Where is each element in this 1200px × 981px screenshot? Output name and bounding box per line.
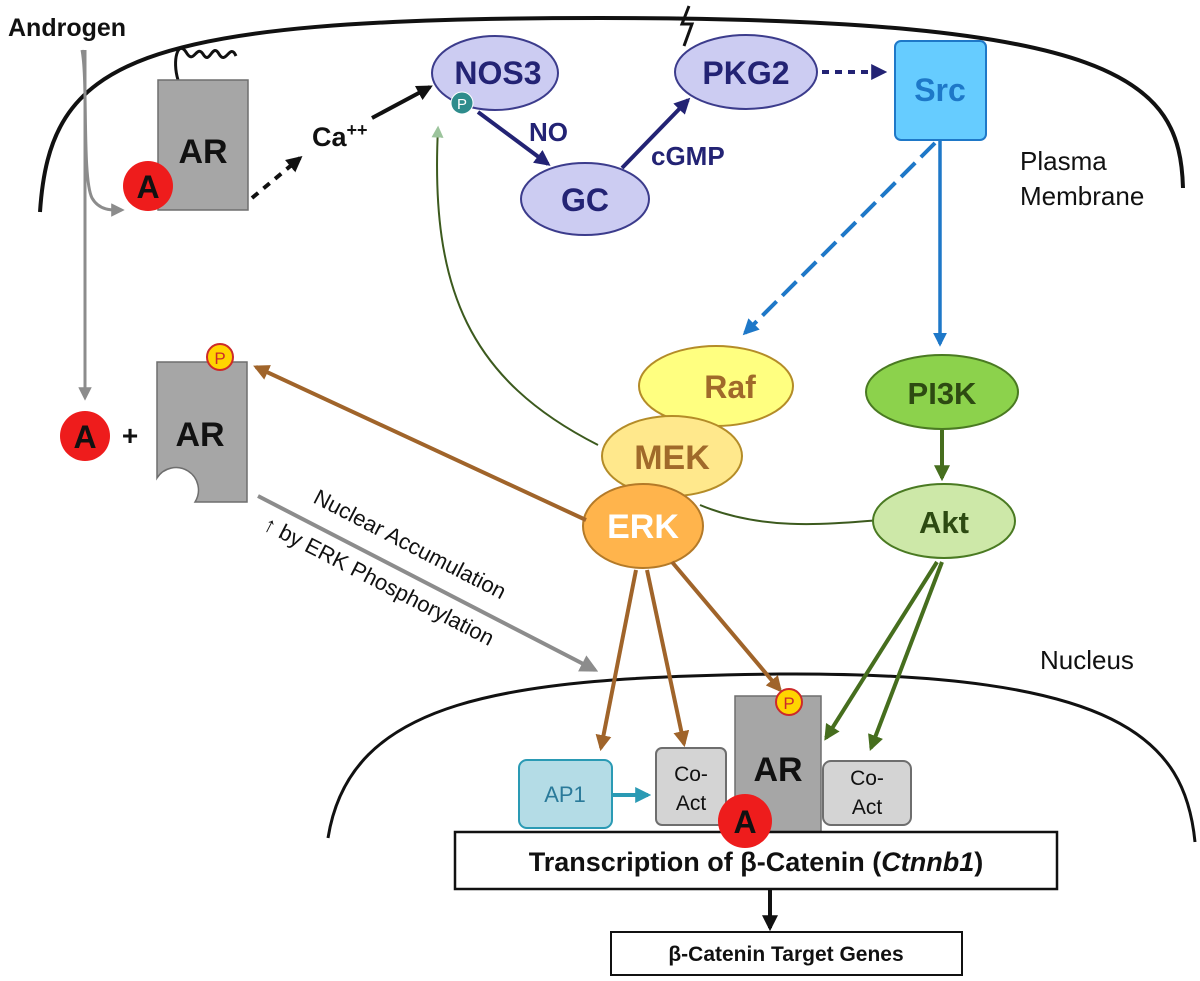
erk-node bbox=[582, 483, 704, 569]
ar-nucleus-phospho-badge bbox=[775, 688, 803, 716]
pkg2-label: PKG2 bbox=[702, 55, 789, 91]
ar-cyto-label: AR bbox=[175, 416, 224, 454]
calcium-label: Ca++ bbox=[312, 120, 368, 152]
ar-to-nucleus-arrow bbox=[257, 494, 599, 672]
coact-left-label-1: Co- bbox=[674, 763, 708, 786]
akt-to-ar-nucleus-arrow bbox=[824, 560, 939, 741]
nos3-phospho-label: P bbox=[457, 96, 467, 113]
gc-label: GC bbox=[561, 182, 609, 218]
pi3k-label: PI3K bbox=[908, 376, 978, 411]
gc-node bbox=[520, 162, 650, 236]
transcription-label: Transcription of β-Catenin (Ctnnb1) bbox=[529, 847, 983, 877]
membrane-break-mark bbox=[679, 5, 695, 47]
nos3-phospho-badge bbox=[450, 91, 474, 115]
erk-to-ar-cyto-arrow bbox=[253, 365, 587, 522]
androgen-membrane-label: A bbox=[136, 169, 159, 205]
src-to-raf-dashed-arrow bbox=[742, 141, 937, 336]
coact-right-label-2: Act bbox=[852, 796, 883, 819]
ar-membrane-label: AR bbox=[178, 133, 227, 171]
target-genes-label: β-Catenin Target Genes bbox=[668, 943, 903, 966]
raf-label: Raf bbox=[704, 369, 756, 405]
ar-nucleus-label: AR bbox=[753, 751, 802, 789]
target-genes-box bbox=[610, 931, 963, 976]
pi3k-node bbox=[865, 354, 1019, 430]
ar-nucleus-phospho-label: P bbox=[783, 694, 794, 713]
erk-akt-connector bbox=[699, 504, 881, 526]
gc-to-pkg2-arrow bbox=[620, 97, 691, 170]
src-label: Src bbox=[914, 72, 966, 108]
coact-right-box bbox=[822, 760, 912, 826]
calcium-to-nos3-arrow bbox=[371, 85, 433, 120]
no-label: NO bbox=[529, 117, 568, 147]
pkg2-node bbox=[674, 34, 818, 110]
androgen-nucleus-circle bbox=[718, 794, 772, 848]
ar-cyto-phospho-label: P bbox=[214, 349, 225, 368]
mek-to-nos3-feedback-arrow bbox=[431, 125, 599, 446]
coact-right-label-1: Co- bbox=[850, 767, 884, 790]
mek-label: MEK bbox=[634, 439, 710, 477]
erk-label: ERK bbox=[607, 508, 679, 546]
erk-to-ap1-arrow bbox=[595, 569, 638, 752]
androgen-cyto-circle bbox=[60, 411, 110, 461]
androgen-membrane-circle bbox=[123, 161, 173, 211]
erk-to-coact-left-arrow bbox=[645, 569, 690, 748]
cgmp-label: cGMP bbox=[651, 141, 725, 171]
erk-to-ar-nucleus-arrow bbox=[670, 560, 783, 693]
ar-cyto-phospho-badge bbox=[206, 343, 234, 371]
nuclear-membrane-line bbox=[326, 672, 1197, 843]
nucleus-label: Nucleus bbox=[1040, 645, 1134, 675]
androgen-nucleus-label: A bbox=[733, 804, 756, 840]
ar-membrane-box bbox=[157, 79, 249, 211]
androgen-label: Androgen bbox=[8, 14, 126, 42]
ar-to-calcium-dotted-arrow bbox=[250, 155, 303, 200]
plus-sign: + bbox=[122, 420, 138, 451]
androgen-cyto-label: A bbox=[73, 419, 96, 455]
ap1-label: AP1 bbox=[544, 782, 586, 807]
coact-left-label-2: Act bbox=[676, 792, 707, 815]
coact-left-box bbox=[655, 747, 727, 826]
ar-membrane-anchor bbox=[174, 47, 238, 81]
akt-to-coact-right-arrow bbox=[868, 561, 944, 751]
nos3-to-gc-arrow bbox=[476, 110, 551, 166]
akt-node bbox=[872, 483, 1016, 559]
plasma-membrane-line bbox=[38, 15, 1185, 213]
nos3-label: NOS3 bbox=[454, 55, 541, 91]
ar-cyto-box bbox=[156, 361, 248, 503]
nos3-node bbox=[431, 35, 559, 111]
plasma-membrane-label-line2: Membrane bbox=[1020, 181, 1144, 211]
akt-label: Akt bbox=[919, 505, 969, 540]
plasma-membrane-label-line1: Plasma bbox=[1020, 146, 1107, 176]
